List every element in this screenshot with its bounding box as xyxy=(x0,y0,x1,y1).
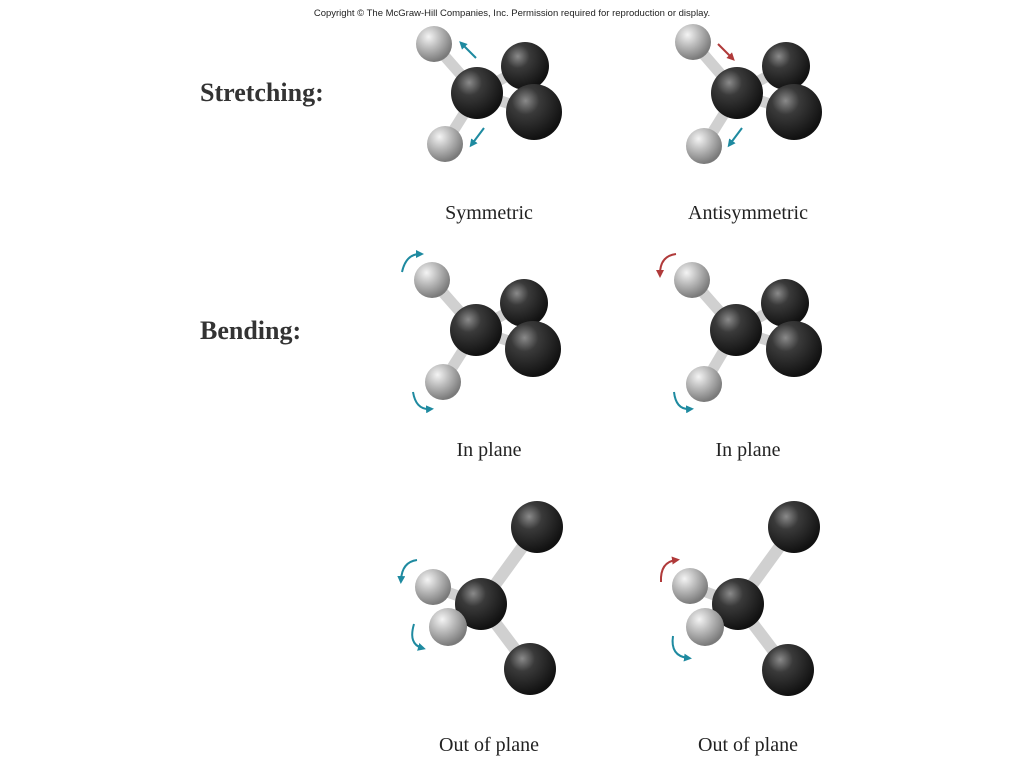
caption-out-of-plane-1: Out of plane xyxy=(439,734,539,756)
heading-bending: Bending: xyxy=(200,316,302,345)
carbon-atom xyxy=(505,321,561,377)
carbon-atom xyxy=(450,304,502,356)
carbon-atom xyxy=(766,321,822,377)
carbon-atom xyxy=(504,643,556,695)
caption-in-plane-1: In plane xyxy=(456,439,522,461)
rotation-arrow-icon xyxy=(671,635,692,662)
hydrogen-atom xyxy=(686,366,722,402)
hydrogen-atom xyxy=(414,262,450,298)
hydrogen-atom xyxy=(686,128,722,164)
motion-arrow-icon xyxy=(469,127,485,148)
carbon-atom xyxy=(451,67,503,119)
hydrogen-atom xyxy=(425,364,461,400)
carbon-atom xyxy=(500,279,548,327)
caption-symmetric: Symmetric xyxy=(445,202,533,224)
motion-arrow-icon xyxy=(459,41,477,59)
motion-arrow-icon xyxy=(717,43,735,61)
carbon-atom xyxy=(501,42,549,90)
carbon-atom xyxy=(762,644,814,696)
rotation-arrow-icon xyxy=(411,623,426,651)
carbon-atom xyxy=(766,84,822,140)
hydrogen-atom xyxy=(674,262,710,298)
carbon-atom xyxy=(511,501,563,553)
molecule-symmetric-stretch xyxy=(416,26,562,162)
rotation-arrow-icon xyxy=(397,559,418,584)
carbon-atom xyxy=(455,578,507,630)
rotation-arrow-icon xyxy=(412,391,434,414)
hydrogen-atom xyxy=(415,569,451,605)
caption-antisymmetric: Antisymmetric xyxy=(688,202,808,224)
carbon-atom xyxy=(710,304,762,356)
rotation-arrow-icon xyxy=(401,250,424,273)
rotation-arrow-icon xyxy=(656,253,677,278)
caption-out-of-plane-2: Out of plane xyxy=(698,734,798,756)
carbon-atom xyxy=(762,42,810,90)
molecule-in-plane-bend-1 xyxy=(401,250,561,414)
caption-in-plane-2: In plane xyxy=(715,439,781,461)
hydrogen-atom xyxy=(672,568,708,604)
rotation-arrow-icon xyxy=(673,391,694,414)
carbon-atom xyxy=(768,501,820,553)
carbon-atom xyxy=(506,84,562,140)
molecule-in-plane-bend-2 xyxy=(656,253,822,414)
molecule-antisymmetric-stretch xyxy=(675,24,822,164)
copyright-notice: Copyright © The McGraw-Hill Companies, I… xyxy=(313,8,711,19)
carbon-atom xyxy=(712,578,764,630)
hydrogen-atom xyxy=(427,126,463,162)
rotation-arrow-icon xyxy=(659,556,680,583)
hydrogen-atom xyxy=(416,26,452,62)
carbon-atom xyxy=(711,67,763,119)
molecule-out-of-plane-bend-2 xyxy=(659,501,820,696)
hydrogen-atom xyxy=(686,608,724,646)
hydrogen-atom xyxy=(675,24,711,60)
molecule-out-of-plane-bend-1 xyxy=(397,501,563,695)
heading-stretching: Stretching: xyxy=(200,78,324,107)
hydrogen-atom xyxy=(429,608,467,646)
carbon-atom xyxy=(761,279,809,327)
motion-arrow-icon xyxy=(727,127,743,148)
